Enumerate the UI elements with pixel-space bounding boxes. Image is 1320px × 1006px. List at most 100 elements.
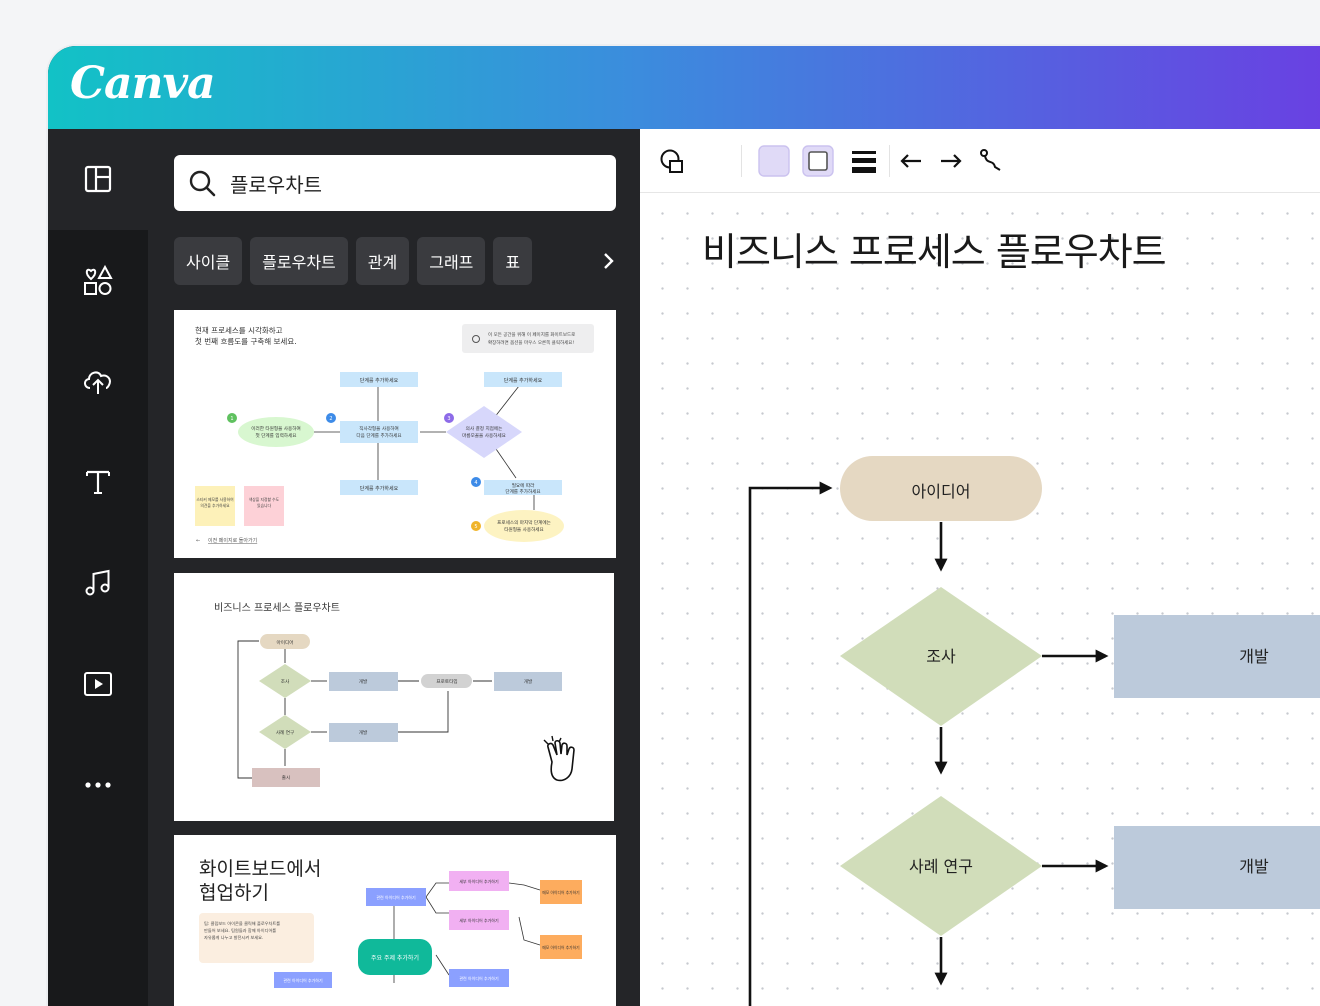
card3-sub-2: 관련 아이디어 추가하기 — [459, 975, 499, 981]
more-button[interactable] — [78, 765, 118, 805]
templates-button[interactable] — [78, 159, 118, 199]
card3-tip-3: 자유롭게 나누고 발전시켜 보세요. — [204, 934, 263, 941]
shape-button[interactable] — [656, 145, 688, 177]
arrow-left-small-icon: ← — [196, 538, 200, 544]
card3-detail-2: 세부 아이디어 추가하기 — [459, 917, 499, 923]
card2-dev3: 개발 — [359, 729, 368, 736]
card1-branch-1: 필요에 따라 — [512, 482, 535, 489]
text-button[interactable] — [78, 462, 118, 502]
template-card-1[interactable]: 현재 프로세스를 시각화하고 첫 번째 흐름도를 구축해 보세요. 이 모든 공… — [174, 310, 616, 558]
card2-case: 사례 연구 — [276, 729, 294, 736]
chevron-right-icon[interactable] — [596, 249, 620, 273]
chip-relation[interactable]: 관계 — [355, 237, 410, 285]
node-idea-label: 아이디어 — [912, 482, 971, 501]
badge-4: 4 — [474, 480, 477, 486]
card3-title-2: 협업하기 — [199, 882, 269, 904]
shape-toolbar — [640, 129, 1320, 193]
card2-launch: 출시 — [282, 774, 290, 781]
card2-dev2: 개발 — [524, 678, 533, 685]
card3-note-2: 메모 아이디어 추가하기 — [542, 945, 579, 950]
card1-diamond-1: 의사 결정 지점에는 — [466, 425, 503, 432]
card3-title-1: 화이트보드에서 — [199, 858, 321, 880]
whiteboard-canvas[interactable]: 비즈니스 프로세스 플로우차트 아이디어 조사 사례 연구 개발 — [640, 129, 1320, 1006]
board-title[interactable]: 비즈니스 프로세스 플로우차트 — [702, 230, 1167, 274]
arrow-left-icon — [900, 154, 921, 168]
toolbar-divider-2 — [889, 145, 890, 177]
top-bar: Canva — [48, 46, 1320, 129]
card3-detail-1: 세부 아이디어 추가하기 — [459, 878, 499, 884]
layout-icon — [84, 165, 112, 193]
hand-pointer-icon — [543, 735, 575, 782]
node-case[interactable] — [840, 796, 1042, 936]
side-rail — [48, 129, 148, 1006]
chip-cycle[interactable]: 사이클 — [174, 237, 243, 285]
card1-intro-2: 첫 번째 흐름도를 구축해 보세요. — [195, 336, 297, 346]
chip-flowchart[interactable]: 플로우차트 — [250, 237, 348, 285]
uploads-button[interactable] — [78, 361, 118, 401]
card1-preview: 현재 프로세스를 시각화하고 첫 번째 흐름도를 구축해 보세요. 이 모든 공… — [195, 324, 594, 544]
card1-rect-2: 다음 단계를 추가하세요 — [356, 432, 401, 439]
chip-table[interactable]: 표 — [493, 237, 533, 285]
arrow-end-button[interactable] — [936, 145, 966, 177]
badge-3: 3 — [447, 416, 450, 422]
node-dev-2-label: 개발 — [1239, 857, 1269, 876]
template-card-3[interactable]: 화이트보드에서 협업하기 팁: 클립보드 아이콘을 클릭해 플로우차트를 만들어… — [174, 835, 616, 1006]
search-input[interactable]: 플로우차트 — [230, 172, 322, 197]
card1-sticky2-1: 색상을 지정할 수도 — [249, 497, 280, 502]
line-weight-icon — [852, 151, 876, 173]
app-window: Canva 플로우차트 사이클 — [48, 46, 1320, 1006]
card1-end-2: 타원형을 사용하세요 — [504, 526, 544, 533]
badge-2: 2 — [329, 416, 332, 422]
text-icon — [86, 470, 110, 494]
node-dev-2[interactable] — [1114, 826, 1320, 909]
shape-icon — [660, 149, 683, 173]
audio-button[interactable] — [78, 563, 118, 603]
node-dev-1[interactable] — [1114, 615, 1320, 698]
card2-proto: 프로토타입 — [436, 678, 457, 685]
card1-start-1: 이러한 타원형을 사용하여 — [251, 425, 300, 432]
border-color-button[interactable] — [802, 145, 834, 177]
card1-step-top: 단계를 추가하세요 — [360, 377, 399, 384]
node-research-label: 조사 — [926, 647, 956, 666]
filter-chips: 사이클 플로우차트 관계 그래프 표 — [174, 237, 533, 285]
search-icon — [189, 170, 216, 197]
node-case-label: 사례 연구 — [909, 857, 973, 876]
card1-step-right: 단계를 추가하세요 — [504, 377, 543, 384]
card1-back-link: 이전 페이지로 돌아가기 — [208, 537, 257, 544]
loop-connector[interactable] — [748, 481, 833, 1006]
card2-title: 비즈니스 프로세스 플로우차트 — [214, 602, 340, 614]
video-button[interactable] — [78, 664, 118, 704]
badge-1: 1 — [230, 416, 233, 422]
card1-step-bottom: 단계를 추가하세요 — [360, 485, 399, 492]
template-panel: 플로우차트 사이클 플로우차트 관계 그래프 표 현재 프로세스를 시각화하고 … — [148, 129, 640, 1006]
arrow-right-icon — [941, 154, 962, 168]
fill-color-icon — [758, 145, 790, 177]
card1-start-2: 첫 단계를 입력하세요 — [256, 432, 297, 439]
node-research[interactable] — [840, 587, 1042, 726]
search-box[interactable]: 플로우차트 — [174, 155, 616, 211]
music-note-icon — [85, 569, 110, 596]
card1-intro-1: 현재 프로세스를 시각화하고 — [195, 325, 283, 335]
border-color-icon — [802, 145, 834, 177]
canva-logo[interactable]: Canva — [70, 58, 216, 109]
flowchart[interactable]: 아이디어 조사 사례 연구 개발 개발 — [640, 129, 1320, 1006]
card2-preview: 비즈니스 프로세스 플로우차트 아이디어 조사 개발 프로토타입 개발 — [214, 602, 575, 787]
chip-graph[interactable]: 그래프 — [417, 237, 486, 285]
elements-button[interactable] — [78, 260, 118, 300]
card2-research: 조사 — [281, 678, 290, 685]
card1-sticky2-2: 있습니다 — [257, 503, 271, 508]
fill-color-button[interactable] — [758, 145, 790, 177]
card1-branch-2: 단계를 추가하세요 — [505, 488, 540, 495]
arrow-start-button[interactable] — [896, 145, 926, 177]
node-dev-1-label: 개발 — [1239, 647, 1269, 666]
card1-diamond-2: 마름모꼴을 사용하세요 — [462, 432, 506, 439]
card3-center: 주요 주제 추가하기 — [371, 954, 419, 962]
card1-tip-1: 이 모든 공간을 위해 이 페이지를 화이트보드로 — [488, 331, 575, 338]
line-weight-button[interactable] — [848, 145, 880, 177]
badge-5: 5 — [474, 524, 477, 530]
node-idea[interactable] — [840, 456, 1042, 521]
card3-tip-2: 만들어 보세요. 팀원들과 함께 아이디어를 — [204, 927, 276, 934]
template-card-2[interactable]: 비즈니스 프로세스 플로우차트 아이디어 조사 개발 프로토타입 개발 — [174, 573, 614, 821]
connector-style-button[interactable] — [976, 145, 1006, 177]
connector-icon — [980, 149, 1001, 171]
